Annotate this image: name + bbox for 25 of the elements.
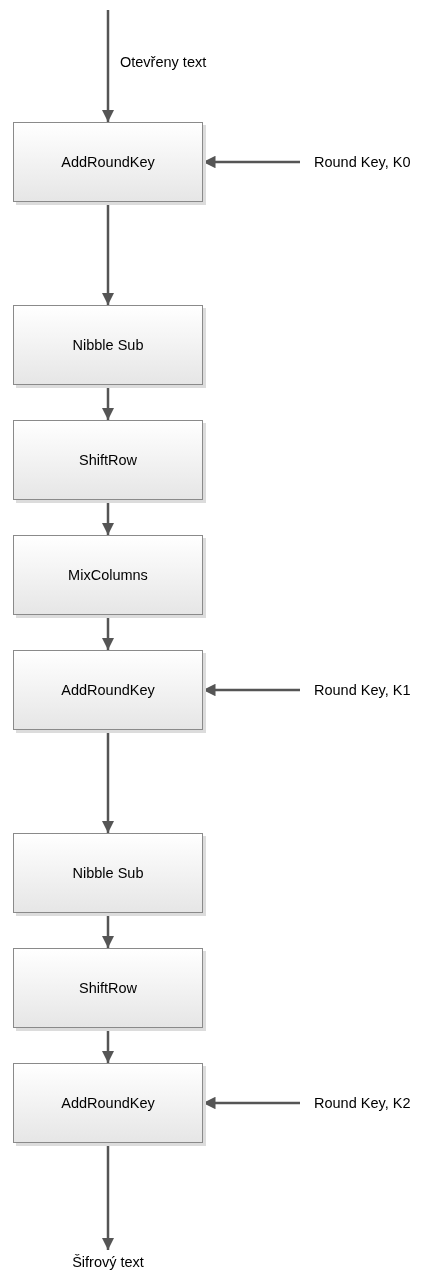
process-box: AddRoundKey xyxy=(13,1063,203,1143)
output-label: Šifrový text xyxy=(48,1250,168,1274)
process-box: ShiftRow xyxy=(13,948,203,1028)
process-box: MixColumns xyxy=(13,535,203,615)
edge-label: Otevřeny text xyxy=(120,54,207,70)
process-box: ShiftRow xyxy=(13,420,203,500)
arrow xyxy=(203,155,300,169)
arrow xyxy=(203,1096,300,1110)
arrow xyxy=(101,10,115,122)
process-box: Nibble Sub xyxy=(13,305,203,385)
process-box: AddRoundKey xyxy=(13,650,203,730)
arrow xyxy=(101,1143,115,1250)
key-label: Round Key, K0 xyxy=(300,150,438,174)
arrow xyxy=(203,683,300,697)
arrow xyxy=(101,500,115,535)
arrow xyxy=(101,202,115,305)
arrow xyxy=(101,385,115,420)
key-label: Round Key, K2 xyxy=(300,1091,438,1115)
arrow xyxy=(101,1028,115,1063)
arrow xyxy=(101,615,115,650)
arrow xyxy=(101,730,115,833)
process-box: AddRoundKey xyxy=(13,122,203,202)
process-box: Nibble Sub xyxy=(13,833,203,913)
key-label: Round Key, K1 xyxy=(300,678,438,702)
arrow xyxy=(101,913,115,948)
